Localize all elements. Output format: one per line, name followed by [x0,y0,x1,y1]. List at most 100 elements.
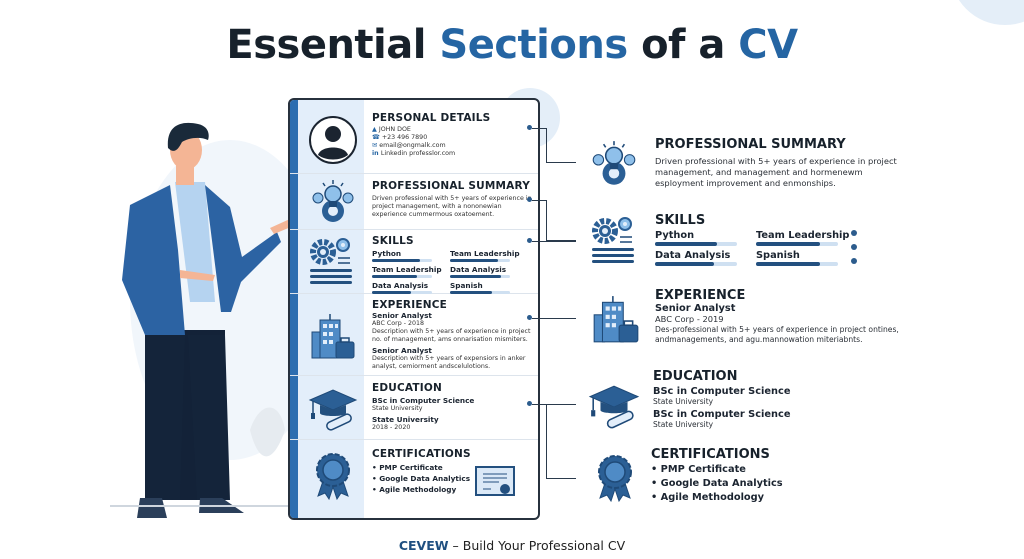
card-section-personal: PERSONAL DETAILS ▲ JOHN DOE ☎ +23 496 78… [290,100,538,174]
award-ribbon-icon [308,450,358,500]
skill-item: Data Analysis [450,265,528,281]
job-description: Des-professional with 5+ years of experi… [655,325,899,344]
tagline: – Build Your Professional CV [448,538,626,553]
education-heading: EDUCATION [653,369,738,384]
panel-section-certifications: CERTIFICATIONS • PMP Certificate • Google… [651,447,871,506]
card-section-summary: PROFESSIONAL SUMMARY Driven professional… [290,174,538,230]
job-company: ABC Corp - 2019 [655,314,724,324]
skill-label: Team Leadership [372,265,442,274]
person-icon: ▲ [372,126,379,133]
skill-level-bar [372,275,432,278]
skill-level-bar [372,259,432,262]
skill-level-bar [756,242,838,246]
degree: BSc in Computer Science [653,409,791,420]
skill-level-fill [372,259,420,262]
phone-text: +23 496 7890 [381,134,428,141]
panel-section-summary: PROFESSIONAL SUMMARY Driven professional… [655,137,905,189]
school: State University [653,397,714,406]
award-ribbon-icon [590,452,640,502]
gears-icon [308,236,358,286]
certification-item: • Agile Methodology [372,485,457,494]
experience-heading: EXPERIENCE [372,299,447,311]
certifications-heading: CERTIFICATIONS [372,448,471,460]
skill-label: Data Analysis [372,281,429,290]
skill-item: Team Leadership [372,265,450,281]
connector-line [546,128,547,162]
skill-level-fill [450,275,501,278]
skill-level-fill [450,259,498,262]
connector-dot [527,125,532,130]
certifications-heading: CERTIFICATIONS [651,447,770,462]
skill-level-fill [756,262,820,266]
certification-item: • Google Data Analytics [651,478,783,489]
education-heading: EDUCATION [372,382,443,394]
certificate-icon [475,466,515,496]
school-title: State University [372,415,439,424]
connector-line [546,200,547,240]
lightbulb-gear-icon [308,177,358,227]
degree: BSc in Computer Science [653,386,791,397]
graduation-cap-icon [308,384,358,434]
job-description: Description with 5+ years of experience … [372,328,531,343]
skill-label: Python [655,230,695,241]
skill-level-bar [372,291,432,294]
panel-section-experience: EXPERIENCE Senior Analyst ABC Corp - 201… [655,288,905,345]
connector-line [532,128,546,129]
skill-level-fill [655,262,715,266]
connector-dot [527,238,532,243]
skill-label: Spanish [450,281,483,290]
skill-label: Data Analysis [450,265,507,274]
years: 2018 - 2020 [372,424,411,431]
page-title: Essential Sections of a CV [226,22,798,68]
connector-dot [527,197,532,202]
skill-level-fill [756,242,820,246]
certification-item: • PMP Certificate [651,464,746,475]
connector-dot [527,315,532,320]
skill-level-bar [756,262,838,266]
skill-label: Team Leadership [450,249,520,258]
connector-line [546,162,576,163]
summary-text: Driven professional with 5+ years of exp… [655,156,897,188]
panel-section-education: EDUCATION BSc in Computer Science State … [653,369,873,429]
email-icon: ✉ [372,142,380,149]
connector-line [532,318,576,319]
cv-document: PERSONAL DETAILS ▲ JOHN DOE ☎ +23 496 78… [288,98,540,520]
bullet-dot [851,230,857,236]
skill-item: Python [655,230,756,250]
brand-name: CEVEW [398,538,449,553]
school: State University [653,420,714,429]
connector-line [532,241,576,242]
skill-label: Team Leadership [756,230,850,241]
skill-level-bar [450,291,510,294]
skill-item: Spanish [450,281,528,297]
job-description: Description with 5+ years of expensiors … [372,355,526,370]
bullet-dot [851,258,857,264]
skills-heading: SKILLS [655,213,706,228]
presenter-illustration [110,122,298,518]
phone-icon: ☎ [372,134,382,141]
skill-level-bar [450,275,510,278]
skill-level-bar [450,259,510,262]
skill-item: Team Leadership [450,249,528,265]
skill-item: Data Analysis [372,281,450,297]
skill-level-fill [655,242,717,246]
graduation-cap-icon [588,380,640,432]
linkedin-link[interactable]: Linkedin professlor.com [380,150,456,157]
skill-level-fill [372,275,417,278]
job-title: Senior Analyst [655,303,736,314]
card-section-experience: EXPERIENCE Senior Analyst ABC Corp - 201… [290,294,538,376]
card-section-certifications: CERTIFICATIONS • PMP Certificate• Google… [290,440,538,520]
connector-line [546,404,547,478]
skill-item: Data Analysis [655,250,756,270]
job-company: ABC Corp - 2018 [372,320,425,327]
email-link[interactable]: email@ongmalk.com [379,142,446,149]
skill-level-bar [655,262,737,266]
experience-heading: EXPERIENCE [655,288,746,303]
school: State University [372,405,423,412]
skill-label: Data Analysis [655,250,731,261]
card-section-education: EDUCATION BSc in Computer Science State … [290,376,538,440]
skill-level-fill [450,291,492,294]
connector-line [532,200,546,201]
